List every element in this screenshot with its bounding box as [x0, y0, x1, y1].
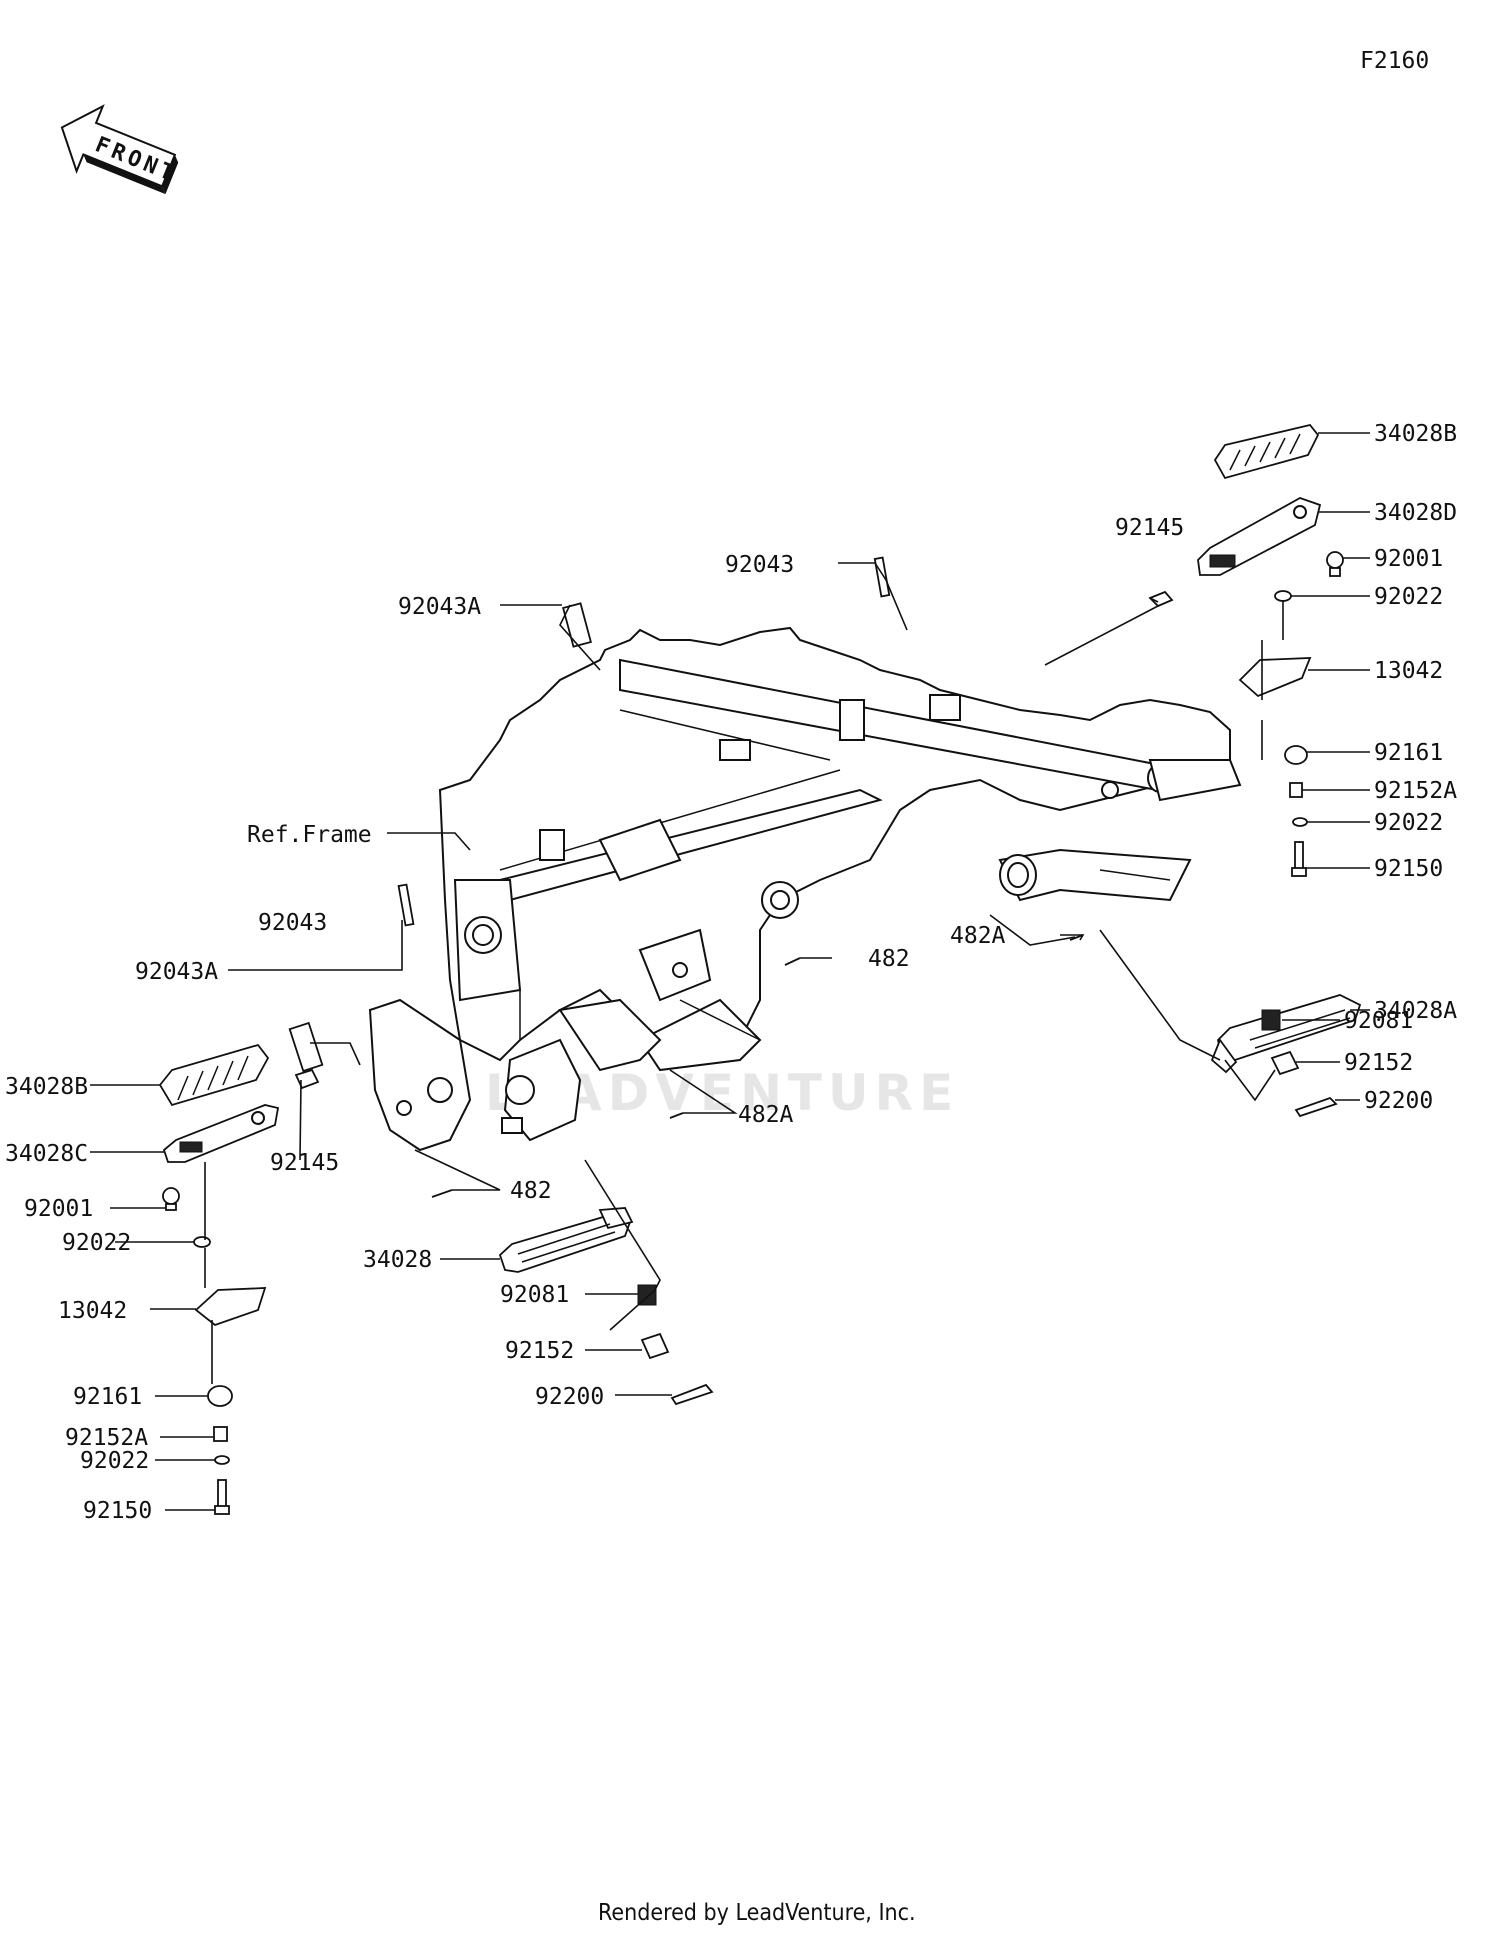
washer-upper-right — [1274, 590, 1292, 602]
bolt-rear-left — [162, 1187, 180, 1211]
label-right-34028B: 34028B — [1374, 421, 1457, 447]
label-left-34028C: 34028C — [5, 1141, 88, 1167]
bushing-left — [207, 1385, 233, 1407]
collar-front-left — [640, 1332, 670, 1360]
label-482A-right: 482A — [950, 923, 1006, 949]
label-left-92150: 92150 — [83, 1498, 152, 1524]
label-left-92022-lower: 92022 — [80, 1448, 149, 1474]
pin-left — [670, 1383, 714, 1406]
label-left-92152A: 92152A — [65, 1425, 148, 1451]
label-left-92145: 92145 — [270, 1150, 339, 1176]
label-left-92161: 92161 — [73, 1384, 142, 1410]
clip-center — [784, 957, 801, 966]
diagram-code: F2160 — [1360, 48, 1429, 74]
label-right-92200: 92200 — [1364, 1088, 1433, 1114]
label-left-13042: 13042 — [58, 1298, 127, 1324]
label-right-92145: 92145 — [1115, 515, 1184, 541]
label-left-92152: 92152 — [505, 1338, 574, 1364]
label-right-34028A: 34028A — [1374, 998, 1457, 1024]
spring-rear-right — [1148, 590, 1174, 608]
label-right-92161: 92161 — [1374, 740, 1443, 766]
footpeg-bracket-rear-left — [162, 1104, 280, 1163]
label-left-34028B: 34028B — [5, 1074, 88, 1100]
footpeg-rubber-rear-left — [158, 1043, 270, 1107]
pin-top-right — [873, 556, 891, 598]
label-92043A-top: 92043A — [398, 594, 481, 620]
label-right-92022-lower: 92022 — [1374, 810, 1443, 836]
label-left-92022-upper: 92022 — [62, 1230, 131, 1256]
spring-front-left — [637, 1284, 657, 1306]
bolt-right — [1291, 841, 1307, 877]
label-482-left: 482 — [510, 1178, 552, 1204]
label-left-92200: 92200 — [535, 1384, 604, 1410]
holder-right — [1238, 657, 1312, 698]
footpeg-front-right — [1210, 994, 1362, 1074]
washer-lower-left — [214, 1455, 230, 1465]
washer-upper-left — [193, 1236, 211, 1248]
label-92043-left: 92043 — [258, 910, 327, 936]
collar-right — [1289, 782, 1303, 798]
label-right-92022-upper: 92022 — [1374, 584, 1443, 610]
label-right-13042: 13042 — [1374, 658, 1443, 684]
label-92043-top: 92043 — [725, 552, 794, 578]
pin-right — [1294, 1096, 1338, 1118]
label-left-92081: 92081 — [500, 1282, 569, 1308]
collar-front-right — [1270, 1050, 1300, 1076]
front-arrow-icon: FRONT — [60, 104, 181, 195]
spring-rear-left — [294, 1068, 320, 1090]
label-right-34028D: 34028D — [1374, 500, 1457, 526]
label-right-92001: 92001 — [1374, 546, 1443, 572]
footpeg-front-left — [498, 1207, 634, 1273]
clip-right-a — [1069, 934, 1084, 941]
clip-left — [431, 1189, 453, 1198]
bolt-left — [214, 1479, 230, 1515]
label-right-92081: 92081 — [1344, 1008, 1413, 1034]
washer-lower-right — [1292, 817, 1308, 827]
leader-lines — [90, 432, 1370, 1511]
footpeg-rubber-rear-right — [1213, 423, 1320, 480]
pin-left — [397, 883, 415, 927]
main-frame — [368, 626, 1242, 1152]
pin-top-left — [562, 602, 592, 648]
label-left-92001: 92001 — [24, 1196, 93, 1222]
label-482A-center: 482A — [738, 1102, 794, 1128]
label-92043A-left: 92043A — [135, 959, 218, 985]
ref-frame-label: Ref.Frame — [247, 822, 372, 848]
clip-center-a — [669, 1112, 684, 1119]
collar-left — [213, 1426, 228, 1442]
holder-left — [194, 1287, 267, 1327]
bolt-rear-right — [1326, 551, 1344, 577]
label-482-center: 482 — [868, 946, 910, 972]
label-left-34028: 34028 — [363, 1247, 432, 1273]
label-right-92152: 92152 — [1344, 1050, 1413, 1076]
pin-left-a — [288, 1021, 324, 1073]
spring-front-right — [1261, 1009, 1281, 1031]
bushing-right — [1284, 745, 1308, 765]
label-right-92152A: 92152A — [1374, 778, 1457, 804]
label-right-92150: 92150 — [1374, 856, 1443, 882]
footpeg-bracket-rear-right — [1197, 497, 1322, 576]
footer-credit: Rendered by LeadVenture, Inc. — [598, 1900, 916, 1926]
